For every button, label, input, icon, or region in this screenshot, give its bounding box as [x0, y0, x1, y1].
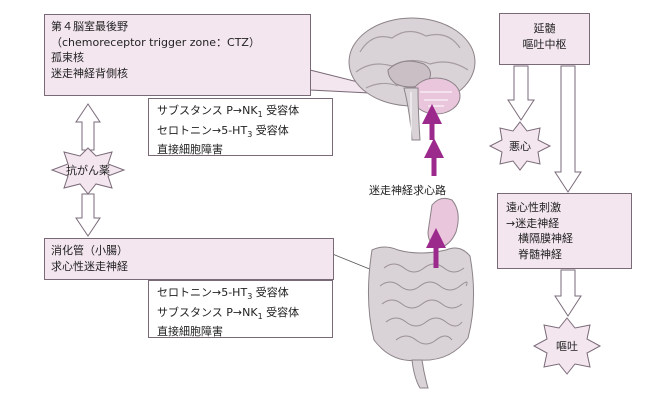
efferent-line: 横隔膜神経: [518, 232, 573, 245]
nausea-starburst: [488, 121, 552, 171]
ctz-receptors-box: サブスタンス P→NK1 受容体 セロトニン→5-HT3 受容体 直接細胞障害: [148, 98, 333, 156]
ctz-receptor-5ht3: セロトニン→5-HT3 受容体: [157, 123, 289, 139]
ctz-line: （chemoreceptor trigger zone：CTZ）: [51, 35, 260, 49]
gi-receptor-5ht3: セロトニン→5-HT3 受容体: [157, 286, 289, 302]
gi-receptors-box: セロトニン→5-HT3 受容体 サブスタンス P→NK1 受容体 直接細胞障害: [148, 280, 333, 338]
nausea-label: 悪心: [509, 140, 531, 153]
efferent-box: 遠心性刺激 →迷走神経 横隔膜神経 脊髄神経: [497, 193, 632, 269]
gi-line: 消化管（小腸）: [51, 244, 128, 257]
medulla-line: 嘔吐中枢: [522, 37, 567, 51]
afferent-arrows: [422, 104, 446, 268]
efferent-line: 遠心性刺激: [506, 201, 561, 214]
gi-receptor-direct: 直接細胞障害: [157, 325, 223, 339]
gi-line: 求心性迷走神経: [51, 259, 128, 273]
ctz-line: 迷走神経背側核: [51, 66, 128, 80]
medulla-box: 延髄 嘔吐中枢: [499, 13, 590, 65]
medulla-line: 延髄: [533, 22, 556, 35]
ctz-line: 孤束核: [51, 51, 84, 64]
ctz-receptor-nk1: サブスタンス P→NK1 受容体: [157, 104, 300, 120]
brain-illustration: [348, 17, 476, 141]
digestive-tract-illustration: [367, 197, 475, 389]
ctz-box: 第４脳室最後野 （chemoreceptor trigger zone：CTZ）…: [44, 14, 311, 96]
efferent-line: →迷走神経: [506, 216, 560, 230]
gi-leader-line: [329, 252, 373, 271]
gi-box: 消化管（小腸） 求心性迷走神経: [44, 238, 334, 280]
vomiting-label: 嘔吐: [556, 340, 578, 353]
anticancer-label: 抗がん薬: [66, 164, 110, 177]
ctz-line: 第４脳室最後野: [51, 20, 128, 33]
vomiting-starburst: [532, 317, 602, 375]
vagal-afferent-label: 迷走神経求心路: [369, 184, 446, 197]
ctz-receptor-direct: 直接細胞障害: [157, 143, 223, 157]
gi-receptor-nk1: サブスタンス P→NK1 受容体: [157, 305, 300, 321]
efferent-line: 脊髄神経: [518, 247, 562, 261]
medulla-arrows: [507, 65, 582, 317]
anticancer-starburst: [50, 147, 126, 195]
